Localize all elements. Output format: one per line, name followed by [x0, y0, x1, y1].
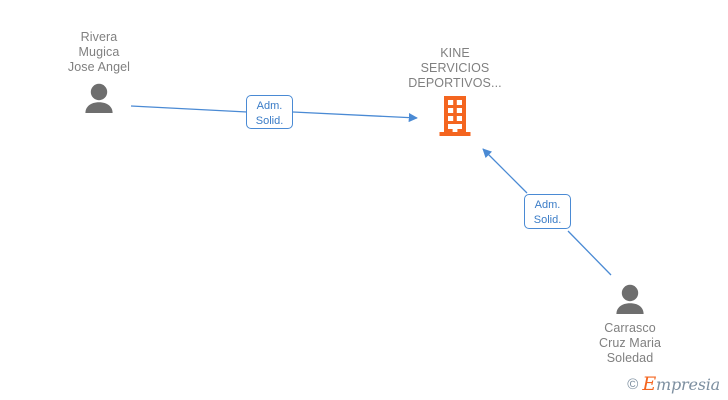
node-label-person-rivera: Rivera Mugica Jose Angel — [67, 30, 131, 74]
empresia-logo-rest: mpresia — [656, 375, 720, 394]
edge-rivera-segment-out — [292, 111, 418, 123]
edge-carrasco-to-kine[interactable] — [482, 148, 612, 276]
graph-node-person-rivera[interactable]: Rivera Mugica Jose Angel — [24, 30, 174, 114]
edge-carrasco-segment-out — [482, 148, 528, 194]
building-icon — [438, 95, 472, 137]
graph-node-person-carrasco[interactable]: Carrasco Cruz Maria Soledad — [555, 283, 705, 366]
edge-carrasco-segment-in — [567, 230, 612, 276]
edge-label-adm-solid-rivera[interactable]: Adm. Solid. — [246, 95, 293, 129]
edge-rivera-segment-in — [130, 105, 248, 113]
node-label-person-carrasco: Carrasco Cruz Maria Soledad — [598, 321, 662, 365]
empresia-logo-text: Empresia — [642, 375, 720, 394]
edge-rivera-to-kine[interactable] — [130, 105, 418, 123]
person-icon — [82, 82, 116, 114]
edge-label-adm-solid-carrasco[interactable]: Adm. Solid. — [524, 194, 571, 229]
person-icon — [613, 283, 647, 315]
graph-node-company-kine[interactable]: KINE SERVICIOS DEPORTIVOS... — [380, 46, 530, 137]
empresia-logo-initial: E — [642, 373, 656, 395]
watermark-empresia: © Empresia — [627, 375, 720, 394]
node-label-company-kine: KINE SERVICIOS DEPORTIVOS... — [408, 46, 502, 90]
copyright-icon: © — [627, 376, 639, 393]
